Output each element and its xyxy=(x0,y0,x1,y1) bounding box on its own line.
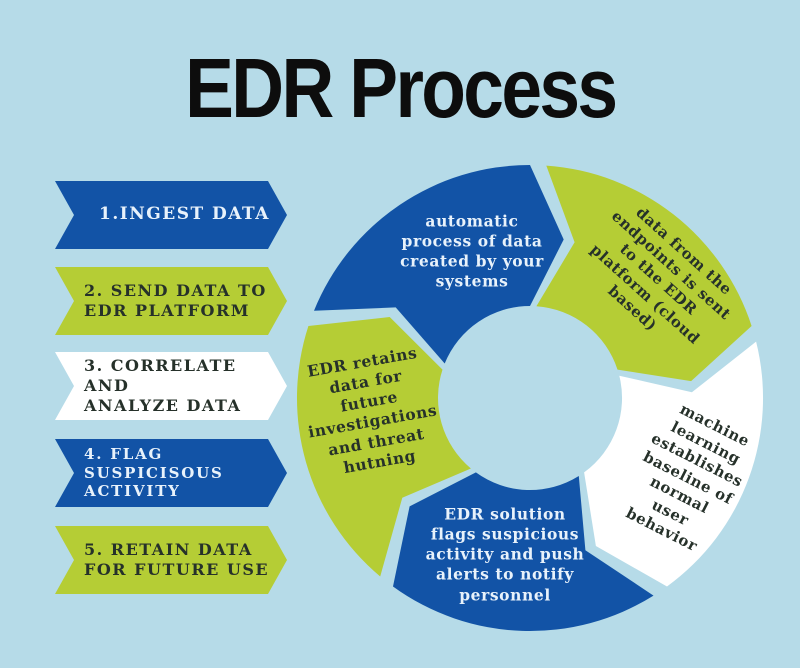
step-label-4: 4. FLAG SUSPICISOUS ACTIVITY xyxy=(84,444,224,501)
cycle-segment-1-shape xyxy=(314,165,564,364)
step-label-5: 5. RETAIN DATA FOR FUTURE USE xyxy=(84,539,270,579)
step-banner-5: 5. RETAIN DATA FOR FUTURE USE xyxy=(55,526,287,594)
step-banner-1: 1.INGEST DATA xyxy=(55,181,287,249)
cycle-segment-5-shape xyxy=(296,317,471,577)
cycle-segment-1-text: automatic process of data created by you… xyxy=(400,211,544,292)
step-label-3: 3. CORRELATE AND ANALYZE DATA xyxy=(84,355,242,416)
cycle-segment-4-text: EDR solution flags suspicious activity a… xyxy=(425,504,585,605)
page-title: EDR Process xyxy=(184,41,618,135)
cycle-segment-4-shape xyxy=(393,472,654,632)
step-banner-3: 3. CORRELATE AND ANALYZE DATA xyxy=(55,352,287,420)
cycle-segment-3-shape xyxy=(584,341,764,587)
step-label-2: 2. SEND DATA TO EDR PLATFORM xyxy=(84,280,267,320)
step-banner-4: 4. FLAG SUSPICISOUS ACTIVITY xyxy=(55,439,287,507)
step-banner-2: 2. SEND DATA TO EDR PLATFORM xyxy=(55,267,287,335)
cycle-segment-2-shape xyxy=(536,165,752,382)
step-label-1: 1.INGEST DATA xyxy=(99,204,270,225)
